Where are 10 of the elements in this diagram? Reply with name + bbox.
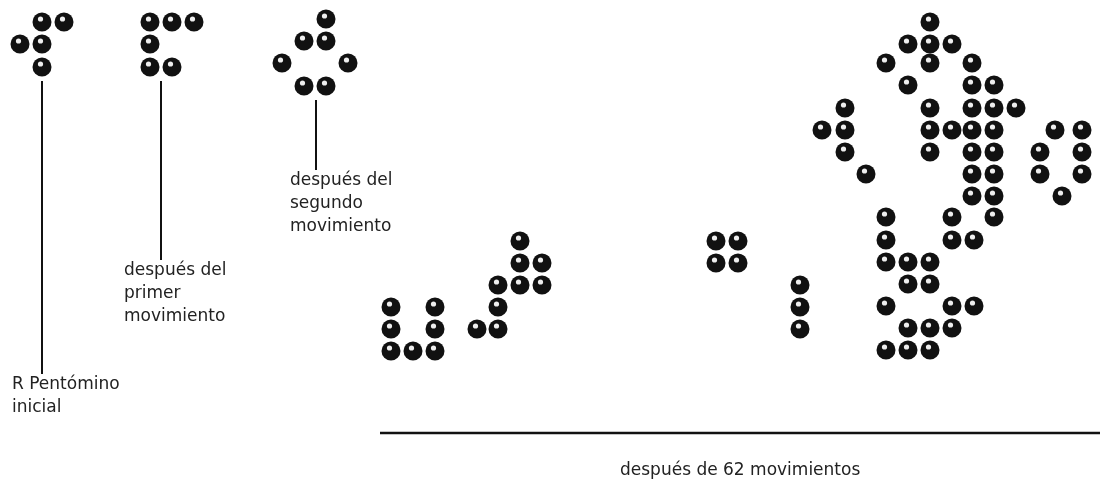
caption-text: después del primer movimiento — [124, 258, 232, 327]
caption-text: después de 62 movimientos — [620, 458, 861, 481]
leader-line — [41, 80, 43, 375]
leader-line — [160, 80, 162, 261]
leader-line — [315, 99, 317, 171]
caption-text: después del segundo movimiento — [290, 168, 400, 237]
cell-pattern-drawing — [272, 9, 358, 96]
caption-text: R Pentómino inicial — [12, 372, 137, 418]
cell-pattern-drawing — [140, 12, 204, 77]
cell-pattern-drawing — [10, 12, 74, 77]
